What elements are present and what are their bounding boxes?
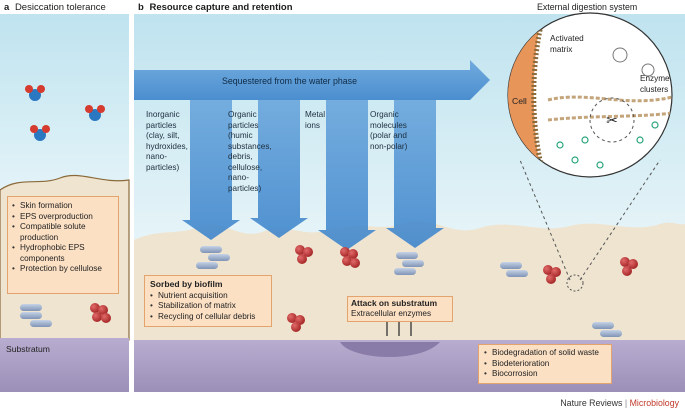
rod-cluster	[592, 322, 622, 337]
down-arrow-4	[386, 100, 444, 248]
inset-matrix-label: Activated matrix	[550, 34, 584, 54]
inset-title: External digestion system	[537, 2, 638, 12]
inset-cell-label: Cell	[512, 96, 527, 106]
list-item: Biocorrosion	[484, 369, 606, 380]
panel-a-substratum-label: Substratum	[6, 344, 50, 354]
sorbed-box: Sorbed by biofilm Nutrient acquisition S…	[144, 275, 272, 327]
panel-a-title: a Desiccation tolerance	[4, 2, 106, 13]
red-cell-cluster	[620, 257, 638, 276]
list-item: Hydrophobic EPS components	[12, 243, 114, 264]
journal-credit: Nature Reviews | Microbiology	[560, 398, 679, 408]
panel-b-title-text: Resource capture and retention	[149, 2, 293, 13]
attack-box: Attack on substratum Extracellular enzym…	[347, 296, 453, 322]
enzyme-zone	[589, 97, 635, 143]
list-item: Nutrient acquisition	[150, 291, 266, 302]
sequester-arrow	[134, 60, 490, 100]
zoom-line	[519, 159, 571, 281]
sorbed-title: Sorbed by biofilm	[150, 279, 223, 289]
red-cell-cluster	[295, 245, 313, 264]
list-item: Biodeterioration	[484, 359, 606, 370]
panel-a-list: Skin formation EPS overproduction Compat…	[8, 197, 118, 275]
biodegradation-box: Biodegradation of solid waste Biodeterio…	[478, 344, 612, 384]
list-item: Biodegradation of solid waste	[484, 348, 606, 359]
rod-cluster	[394, 252, 424, 275]
rod-cluster	[196, 246, 230, 269]
red-cell-cluster	[340, 247, 360, 268]
zoom-line	[579, 159, 661, 281]
biodegradation-list: Biodegradation of solid waste Biodeterio…	[479, 345, 611, 380]
enzyme-cluster	[612, 47, 628, 63]
column-label-organic-molecules: Organic molecules (polar and non-polar)	[370, 110, 408, 151]
attack-title: Attack on substratum	[351, 298, 438, 308]
red-cell-cluster	[543, 265, 561, 284]
down-arrow-2	[250, 100, 308, 238]
list-item: Recycling of cellular debris	[150, 312, 266, 323]
matrix-strand	[547, 93, 672, 103]
down-arrow-1	[182, 100, 240, 240]
arrow-label: Sequestered from the water phase	[222, 76, 357, 86]
matrix-strand	[547, 110, 672, 122]
panel-a-substratum	[0, 338, 129, 392]
panel-b-letter: b	[138, 2, 144, 13]
rod-cluster	[20, 304, 52, 327]
panel-a-letter: a	[4, 2, 10, 13]
rod-cluster	[500, 262, 528, 277]
svg-text:✂: ✂	[606, 113, 618, 129]
journal-section: Microbiology	[629, 398, 679, 408]
enzyme-cluster	[641, 63, 655, 77]
column-label-metal-ions: Metal ions	[305, 110, 326, 130]
sorbed-list: Nutrient acquisition Stabilization of ma…	[145, 290, 271, 323]
list-item: Skin formation	[12, 201, 114, 212]
journal-name: Nature Reviews	[560, 398, 623, 408]
attack-subtitle: Extracellular enzymes	[351, 308, 432, 318]
journal-separator: |	[622, 398, 630, 408]
red-cell-cluster	[90, 303, 111, 323]
red-cell-cluster	[287, 313, 305, 332]
water-molecule	[25, 85, 45, 101]
pit	[340, 342, 440, 358]
list-item: Protection by cellulose	[12, 264, 114, 275]
zoom-spot	[566, 274, 584, 292]
enzyme-arrows	[386, 320, 412, 336]
water-molecule	[85, 105, 105, 121]
inset-enzyme-label: Enzyme clusters	[640, 74, 670, 94]
panel-a-title-text: Desiccation tolerance	[14, 2, 106, 13]
panel-b-title: b Resource capture and retention	[138, 2, 293, 13]
list-item: EPS overproduction	[12, 212, 114, 223]
column-label-organic-particles: Organic particles (humic substances, deb…	[228, 110, 272, 193]
down-arrow-3	[318, 100, 376, 250]
panel-a-list-box: Skin formation EPS overproduction Compat…	[7, 196, 119, 294]
list-item: Stabilization of matrix	[150, 301, 266, 312]
list-item: Compatible solute production	[12, 222, 114, 243]
water-molecule	[30, 125, 50, 141]
column-label-inorganic: Inorganic particles (clay, silt, hydroxi…	[146, 110, 188, 172]
